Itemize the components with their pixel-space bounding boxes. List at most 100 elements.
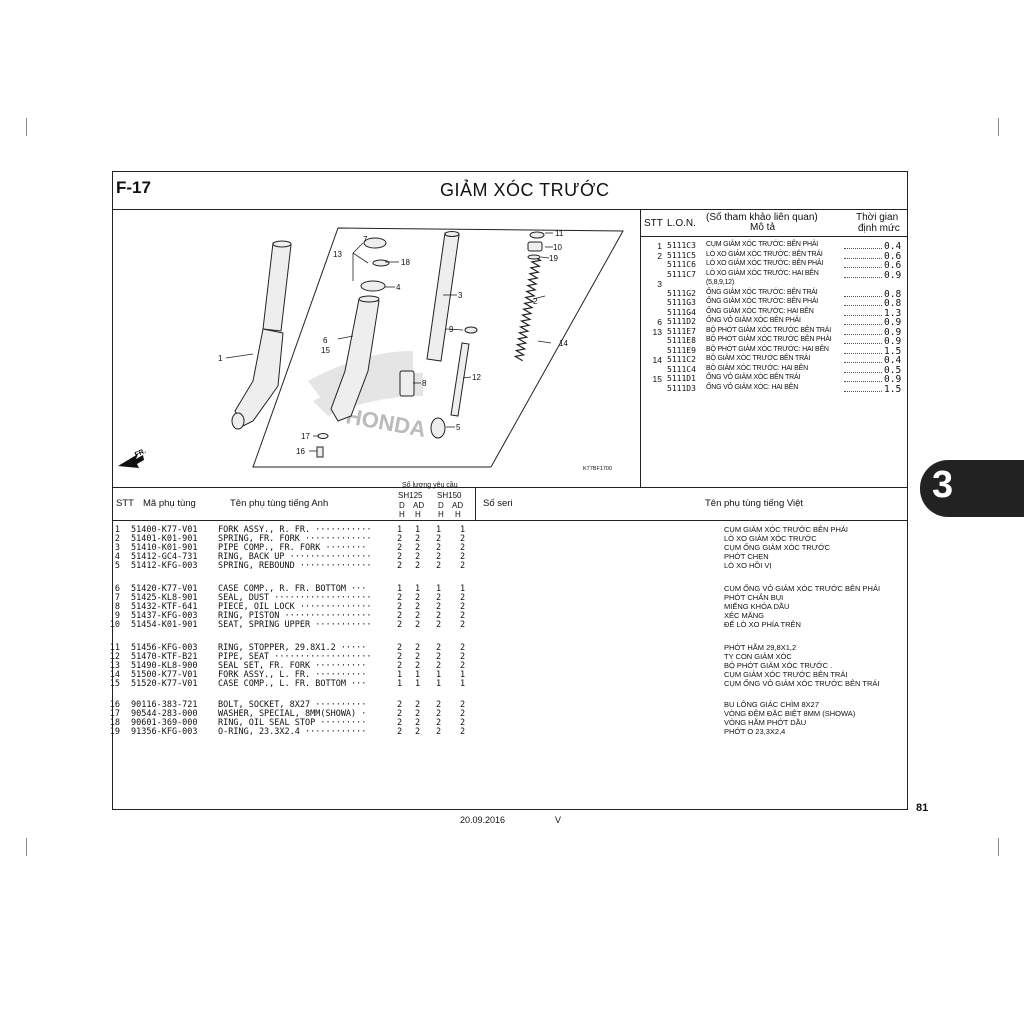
part-17-washer — [317, 433, 329, 439]
row-stt: 13 — [109, 661, 120, 671]
ref-header-time-2: định mức — [858, 223, 900, 234]
ref-lon: 5111E8 — [667, 336, 696, 345]
row-name-en: SEAL, DUST ··················· — [218, 593, 372, 603]
row-qty: 1 — [415, 584, 421, 594]
part-19-o-ring — [527, 254, 541, 260]
row-qty: 2 — [436, 727, 442, 737]
row-name-vn: CỤM ỐNG GIẢM XÓC TRƯỚC — [724, 543, 831, 552]
row-qty: 2 — [460, 652, 466, 662]
row-name-en: CASE COMP., R. FR. BOTTOM ··· — [218, 584, 367, 594]
leader-dots — [844, 248, 882, 249]
row-name-vn: TY CON GIẢM XÓC — [724, 652, 792, 661]
row-part-number: 51456-KFG-003 — [131, 643, 198, 653]
row-qty: 2 — [460, 552, 466, 562]
row-name-vn: XÉC MĂNG — [724, 611, 765, 620]
part-8-oil-lock — [399, 370, 415, 397]
callout-7: 7 — [363, 235, 368, 244]
ref-time: 0.8 — [884, 298, 902, 309]
row-qty: 2 — [397, 620, 403, 630]
figure-code: F-17 — [116, 178, 151, 197]
row-stt: 17 — [109, 709, 120, 719]
part-10-spring-seat — [527, 241, 543, 252]
ref-time: 0.4 — [884, 355, 902, 366]
col-header-stt: STT — [116, 498, 134, 509]
row-qty: 1 — [460, 679, 466, 689]
ref-desc: BỘ PHỚT GIẢM XÓC TRƯỚC: HAI BÊN — [706, 345, 829, 353]
row-stt: 18 — [109, 718, 120, 728]
row-qty: 2 — [436, 561, 442, 571]
part-6-case-bottom — [330, 295, 380, 422]
row-qty: 2 — [397, 709, 403, 719]
row-name-en: BOLT, SOCKET, 8X27 ·········· — [218, 700, 367, 710]
ref-time: 1.5 — [884, 383, 902, 395]
row-qty: 1 — [436, 670, 442, 680]
col-header-ad-2: AD — [452, 501, 464, 510]
part-7-dust-seal — [363, 237, 387, 249]
ref-lon: 5111C4 — [667, 364, 696, 374]
col-header-qty-title: Số lượng yêu cầu — [402, 482, 458, 489]
row-name-en: RING, PISTON ················· — [218, 611, 372, 621]
col-header-name-en: Tên phụ tùng tiếng Anh — [230, 498, 329, 509]
row-qty: 1 — [460, 584, 466, 594]
leader-dots — [844, 324, 882, 325]
ref-header-rule — [640, 236, 908, 237]
row-part-number: 51437-KFG-003 — [131, 611, 198, 621]
leader-dots — [844, 276, 882, 278]
row-qty: 2 — [415, 611, 421, 621]
callout-9: 9 — [449, 325, 454, 334]
leader-dots — [844, 371, 882, 373]
ref-header-desc: Mô tả — [750, 222, 776, 233]
callout-10: 10 — [553, 243, 562, 252]
title-rule — [113, 209, 908, 210]
diagram-divider — [640, 210, 641, 487]
ref-lon: 5111C6 — [667, 260, 696, 269]
ref-desc: ỐNG GIẢM XÓC TRƯỚC: BÊN TRÁI — [706, 288, 818, 296]
crop-mark — [998, 118, 999, 136]
row-qty: 2 — [436, 611, 442, 621]
row-qty: 2 — [460, 602, 466, 612]
row-name-vn: CỤM GIẢM XÓC TRƯỚC BÊN TRÁI — [724, 670, 848, 679]
row-name-vn: CỤM ỐNG VỎ GIẢM XÓC TRƯỚC BÊN TRÁI — [724, 679, 880, 688]
part-12-seat-pipe — [450, 342, 470, 417]
ref-stt: 6 — [657, 317, 662, 327]
row-part-number: 91356-KFG-003 — [131, 727, 198, 737]
col-header-h-1: H — [399, 510, 405, 519]
callout-11: 11 — [555, 229, 564, 238]
leader-dots — [844, 390, 882, 392]
part-2-spring — [513, 255, 543, 362]
ref-lon: 5111D2 — [667, 317, 696, 326]
row-name-en: SEAL SET, FR. FORK ·········· — [218, 661, 367, 671]
ref-time: 0.8 — [884, 288, 902, 300]
row-part-number: 90116-383-721 — [131, 700, 198, 710]
row-name-en: FORK ASSY., R. FR. ··········· — [218, 525, 372, 535]
part-11-stopper-ring — [529, 231, 545, 239]
row-qty: 2 — [397, 643, 403, 653]
row-qty: 2 — [436, 593, 442, 603]
row-qty: 2 — [436, 652, 442, 662]
row-part-number: 90601-369-000 — [131, 718, 198, 728]
row-qty: 2 — [436, 709, 442, 719]
row-part-number: 51500-K77-V01 — [131, 670, 198, 680]
row-part-number: 51454-K01-901 — [131, 620, 198, 630]
ref-time: 0.9 — [884, 269, 902, 281]
row-qty: 2 — [436, 543, 442, 553]
ref-header-lon: L.O.N. — [667, 218, 696, 229]
callout-12: 12 — [472, 373, 481, 382]
row-name-vn: BỘ PHỚT GIẢM XÓC TRƯỚC . — [724, 661, 833, 670]
row-qty: 1 — [436, 584, 442, 594]
crop-mark — [26, 838, 27, 856]
callout-8: 8 — [422, 379, 427, 388]
row-name-vn: PHỚT CHẮN BỤI — [724, 593, 784, 602]
ref-time: 0.9 — [884, 326, 902, 338]
row-name-vn: VÒNG HÃM PHỚT DẦU — [724, 718, 807, 727]
row-qty: 2 — [397, 534, 403, 544]
row-name-vn: CỤM GIẢM XÓC TRƯỚC BÊN PHẢI — [724, 525, 848, 534]
row-qty: 2 — [436, 661, 442, 671]
ref-lon: 5111C5 — [667, 250, 696, 260]
footer-version: V — [555, 815, 562, 825]
front-arrow-icon: FR. — [118, 448, 147, 468]
ref-desc: LÒ XO GIẢM XÓC TRƯỚC: HAI BÊN — [706, 269, 819, 277]
row-qty: 2 — [415, 643, 421, 653]
leader-dots — [844, 267, 882, 268]
col-header-d-2: D — [438, 501, 444, 510]
